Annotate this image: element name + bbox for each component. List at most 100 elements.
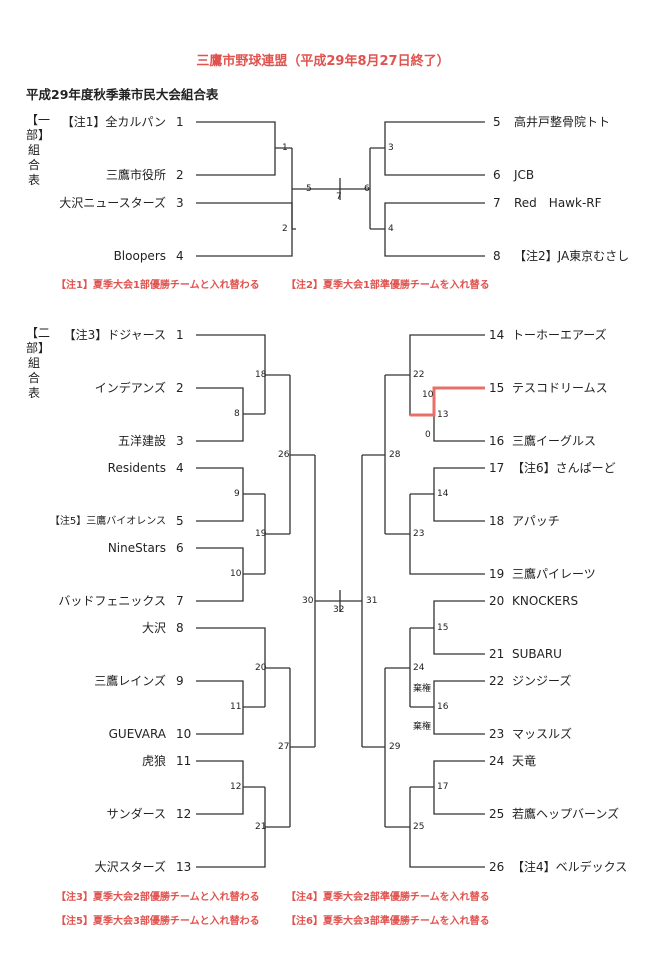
d2-g13-connector xyxy=(433,415,485,442)
team-name: 【注1】全カルパン xyxy=(61,115,166,129)
game-number: 26 xyxy=(278,450,290,460)
game-number: 19 xyxy=(255,529,267,539)
team-name: 若鷹ヘップバーンズ xyxy=(512,807,620,821)
team-seed: 5 xyxy=(176,514,184,528)
team-seed: 22 xyxy=(489,674,505,688)
game-number: 11 xyxy=(230,702,242,712)
game-number: 13 xyxy=(437,410,449,420)
team-name: トーホーエアーズ xyxy=(512,328,607,342)
game-number: 30 xyxy=(302,596,314,606)
game-number: 22 xyxy=(413,370,425,380)
winner-highlight-line xyxy=(410,386,485,417)
d2-g9-connector xyxy=(196,467,265,522)
team-seed: 11 xyxy=(176,754,192,768)
game-number: 24 xyxy=(413,663,425,673)
team-seed: 7 xyxy=(176,594,184,608)
team-name: SUBARU xyxy=(512,647,562,661)
team-name: 【注2】JA東京むさし xyxy=(514,249,630,263)
team-seed: 12 xyxy=(176,807,192,821)
d2-g29-connector xyxy=(362,668,386,827)
d2-g27-connector xyxy=(289,668,315,827)
game-number: 10 xyxy=(230,569,242,579)
team-seed: 20 xyxy=(489,594,505,608)
d2-g28-connector xyxy=(362,375,386,534)
team-seed: 17 xyxy=(489,461,505,475)
team-seed: 9 xyxy=(176,674,184,688)
game-number: 15 xyxy=(437,623,449,633)
team-seed: 23 xyxy=(489,727,505,741)
team-name: 天竜 xyxy=(512,754,537,768)
forfeit-label: 棄権 xyxy=(413,722,432,732)
team-name: 大沢スターズ xyxy=(94,860,166,874)
team-seed: 8 xyxy=(176,621,184,635)
d2-g16-connector xyxy=(410,680,485,735)
game-number: 20 xyxy=(255,663,267,673)
team-seed: 24 xyxy=(489,754,505,768)
d2-g17-connector xyxy=(410,760,485,815)
div2-label: 【二部】組合表 xyxy=(26,326,51,400)
d1-g3-connector xyxy=(370,121,485,176)
game-number: 31 xyxy=(366,596,378,606)
game-number: 18 xyxy=(255,370,267,380)
team-name: GUEVARA xyxy=(108,727,166,741)
d2-g11-connector xyxy=(196,680,265,735)
team-seed: 2 xyxy=(176,168,184,182)
team-name: JCB xyxy=(514,168,535,182)
note: 【注6】夏季大会3部準優勝チームを入れ替る xyxy=(286,916,490,927)
team-seed: 18 xyxy=(489,514,505,528)
d2-g21-connector xyxy=(196,787,290,868)
game-number: 4 xyxy=(388,224,394,234)
note: 【注5】夏季大会3部優勝チームと入れ替わる xyxy=(56,916,260,927)
game-number: 8 xyxy=(234,409,240,419)
score: 10 xyxy=(422,390,434,400)
d2-g23-connector xyxy=(385,494,485,575)
d1-g1-connector xyxy=(196,121,292,176)
team-seed: 1 xyxy=(176,328,184,342)
team-name: サンダース xyxy=(106,807,166,821)
team-seed: 2 xyxy=(176,381,184,395)
page-subtitle: 平成29年度秋季兼市民大会組合表 xyxy=(26,87,219,102)
team-seed: 19 xyxy=(489,567,505,581)
note: 【注1】夏季大会1部優勝チームと入れ替わる xyxy=(56,280,260,291)
d2-g8-connector xyxy=(196,387,265,442)
d2-g19-connector xyxy=(264,494,290,574)
game-number: 12 xyxy=(230,782,242,792)
final-game-number: 7 xyxy=(336,192,342,202)
team-seed: 3 xyxy=(176,196,184,210)
team-seed: 3 xyxy=(176,434,184,448)
team-seed: 16 xyxy=(489,434,505,448)
team-name: 【注4】ベルデックス xyxy=(512,860,628,874)
team-name: マッスルズ xyxy=(512,727,573,741)
team-name: 虎狼 xyxy=(141,754,166,768)
team-seed: 6 xyxy=(176,541,184,555)
team-seed: 8 xyxy=(493,249,501,263)
game-number: 14 xyxy=(437,489,449,499)
team-name: NineStars xyxy=(107,541,166,555)
team-name: 【注3】ドジャース xyxy=(63,328,166,342)
team-name: 三鷹イーグルス xyxy=(512,434,597,448)
d1-g6-connector xyxy=(355,148,371,229)
d2-g12-connector xyxy=(196,760,265,815)
team-seed: 10 xyxy=(176,727,192,741)
team-name: 三鷹パイレーツ xyxy=(512,567,596,581)
team-name: ジンジーズ xyxy=(512,674,572,688)
note: 【注4】夏季大会2部準優勝チームを入れ替る xyxy=(286,892,490,903)
team-seed: 26 xyxy=(489,860,505,874)
team-name: 高井戸整骨院トト xyxy=(514,115,611,129)
team-name: 大沢ニュースターズ xyxy=(59,196,166,210)
team-name: アパッチ xyxy=(512,514,560,528)
d1-g2-connector xyxy=(196,202,296,257)
team-seed: 7 xyxy=(493,196,501,210)
team-name: 五洋建設 xyxy=(117,434,166,448)
bracket-connectors xyxy=(196,121,485,868)
team-seed: 21 xyxy=(489,647,505,661)
team-seed: 14 xyxy=(489,328,505,342)
team-name: インデアンズ xyxy=(94,381,166,395)
d2-g26-connector xyxy=(289,375,315,534)
team-seed: 4 xyxy=(176,249,184,263)
d2-g10-connector xyxy=(196,547,265,602)
game-number: 21 xyxy=(255,822,267,832)
forfeit-label: 棄権 xyxy=(413,684,432,694)
score: 0 xyxy=(425,430,431,440)
